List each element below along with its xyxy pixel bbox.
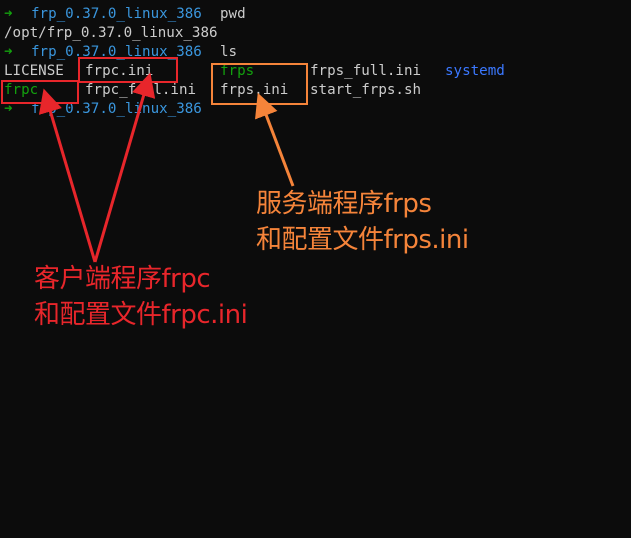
file-frps: frps (220, 63, 255, 79)
prompt-arrow-icon: ➜ (4, 44, 13, 60)
prompt-arrow-icon: ➜ (4, 6, 13, 22)
command-text: ls (220, 44, 238, 60)
file-license: LICENSE (4, 63, 64, 79)
annotation-server-line2: 和配置文件frps.ini (256, 225, 469, 255)
highlight-box-frpc (1, 80, 79, 104)
file-frpc-full-ini: frpc_full.ini (85, 82, 197, 98)
command-output: /opt/frp_0.37.0_linux_386 (4, 25, 218, 41)
terminal-line-2: /opt/frp_0.37.0_linux_386 (0, 24, 218, 43)
prompt-directory: frp_0.37.0_linux_386 (31, 44, 202, 60)
dir-systemd: systemd (445, 63, 505, 79)
file-frpc: frpc (4, 82, 39, 98)
prompt-directory: frp_0.37.0_linux_386 (31, 6, 202, 22)
command-text: pwd (220, 6, 246, 22)
arrow-to-frpc (38, 88, 97, 263)
annotation-client-line1: 客户端程序frpc (34, 264, 211, 294)
annotation-client-line2: 和配置文件frpc.ini (34, 300, 248, 330)
highlight-box-frpc-ini (78, 57, 178, 83)
arrow-to-frps-files (255, 92, 295, 187)
terminal-line-1: ➜ frp_0.37.0_linux_386 pwd (0, 5, 246, 24)
terminal-line-3: ➜ frp_0.37.0_linux_386 ls (0, 43, 237, 62)
annotation-server-line1: 服务端程序frps (256, 189, 432, 219)
file-start-frps-sh: start_frps.sh (310, 82, 422, 98)
terminal-line-4: LICENSE frpc.ini frps frps_full.ini syst… (0, 62, 505, 81)
prompt-arrow-icon: ➜ (4, 101, 13, 117)
file-frps-full-ini: frps_full.ini (310, 63, 422, 79)
highlight-box-frps-files (211, 63, 308, 105)
